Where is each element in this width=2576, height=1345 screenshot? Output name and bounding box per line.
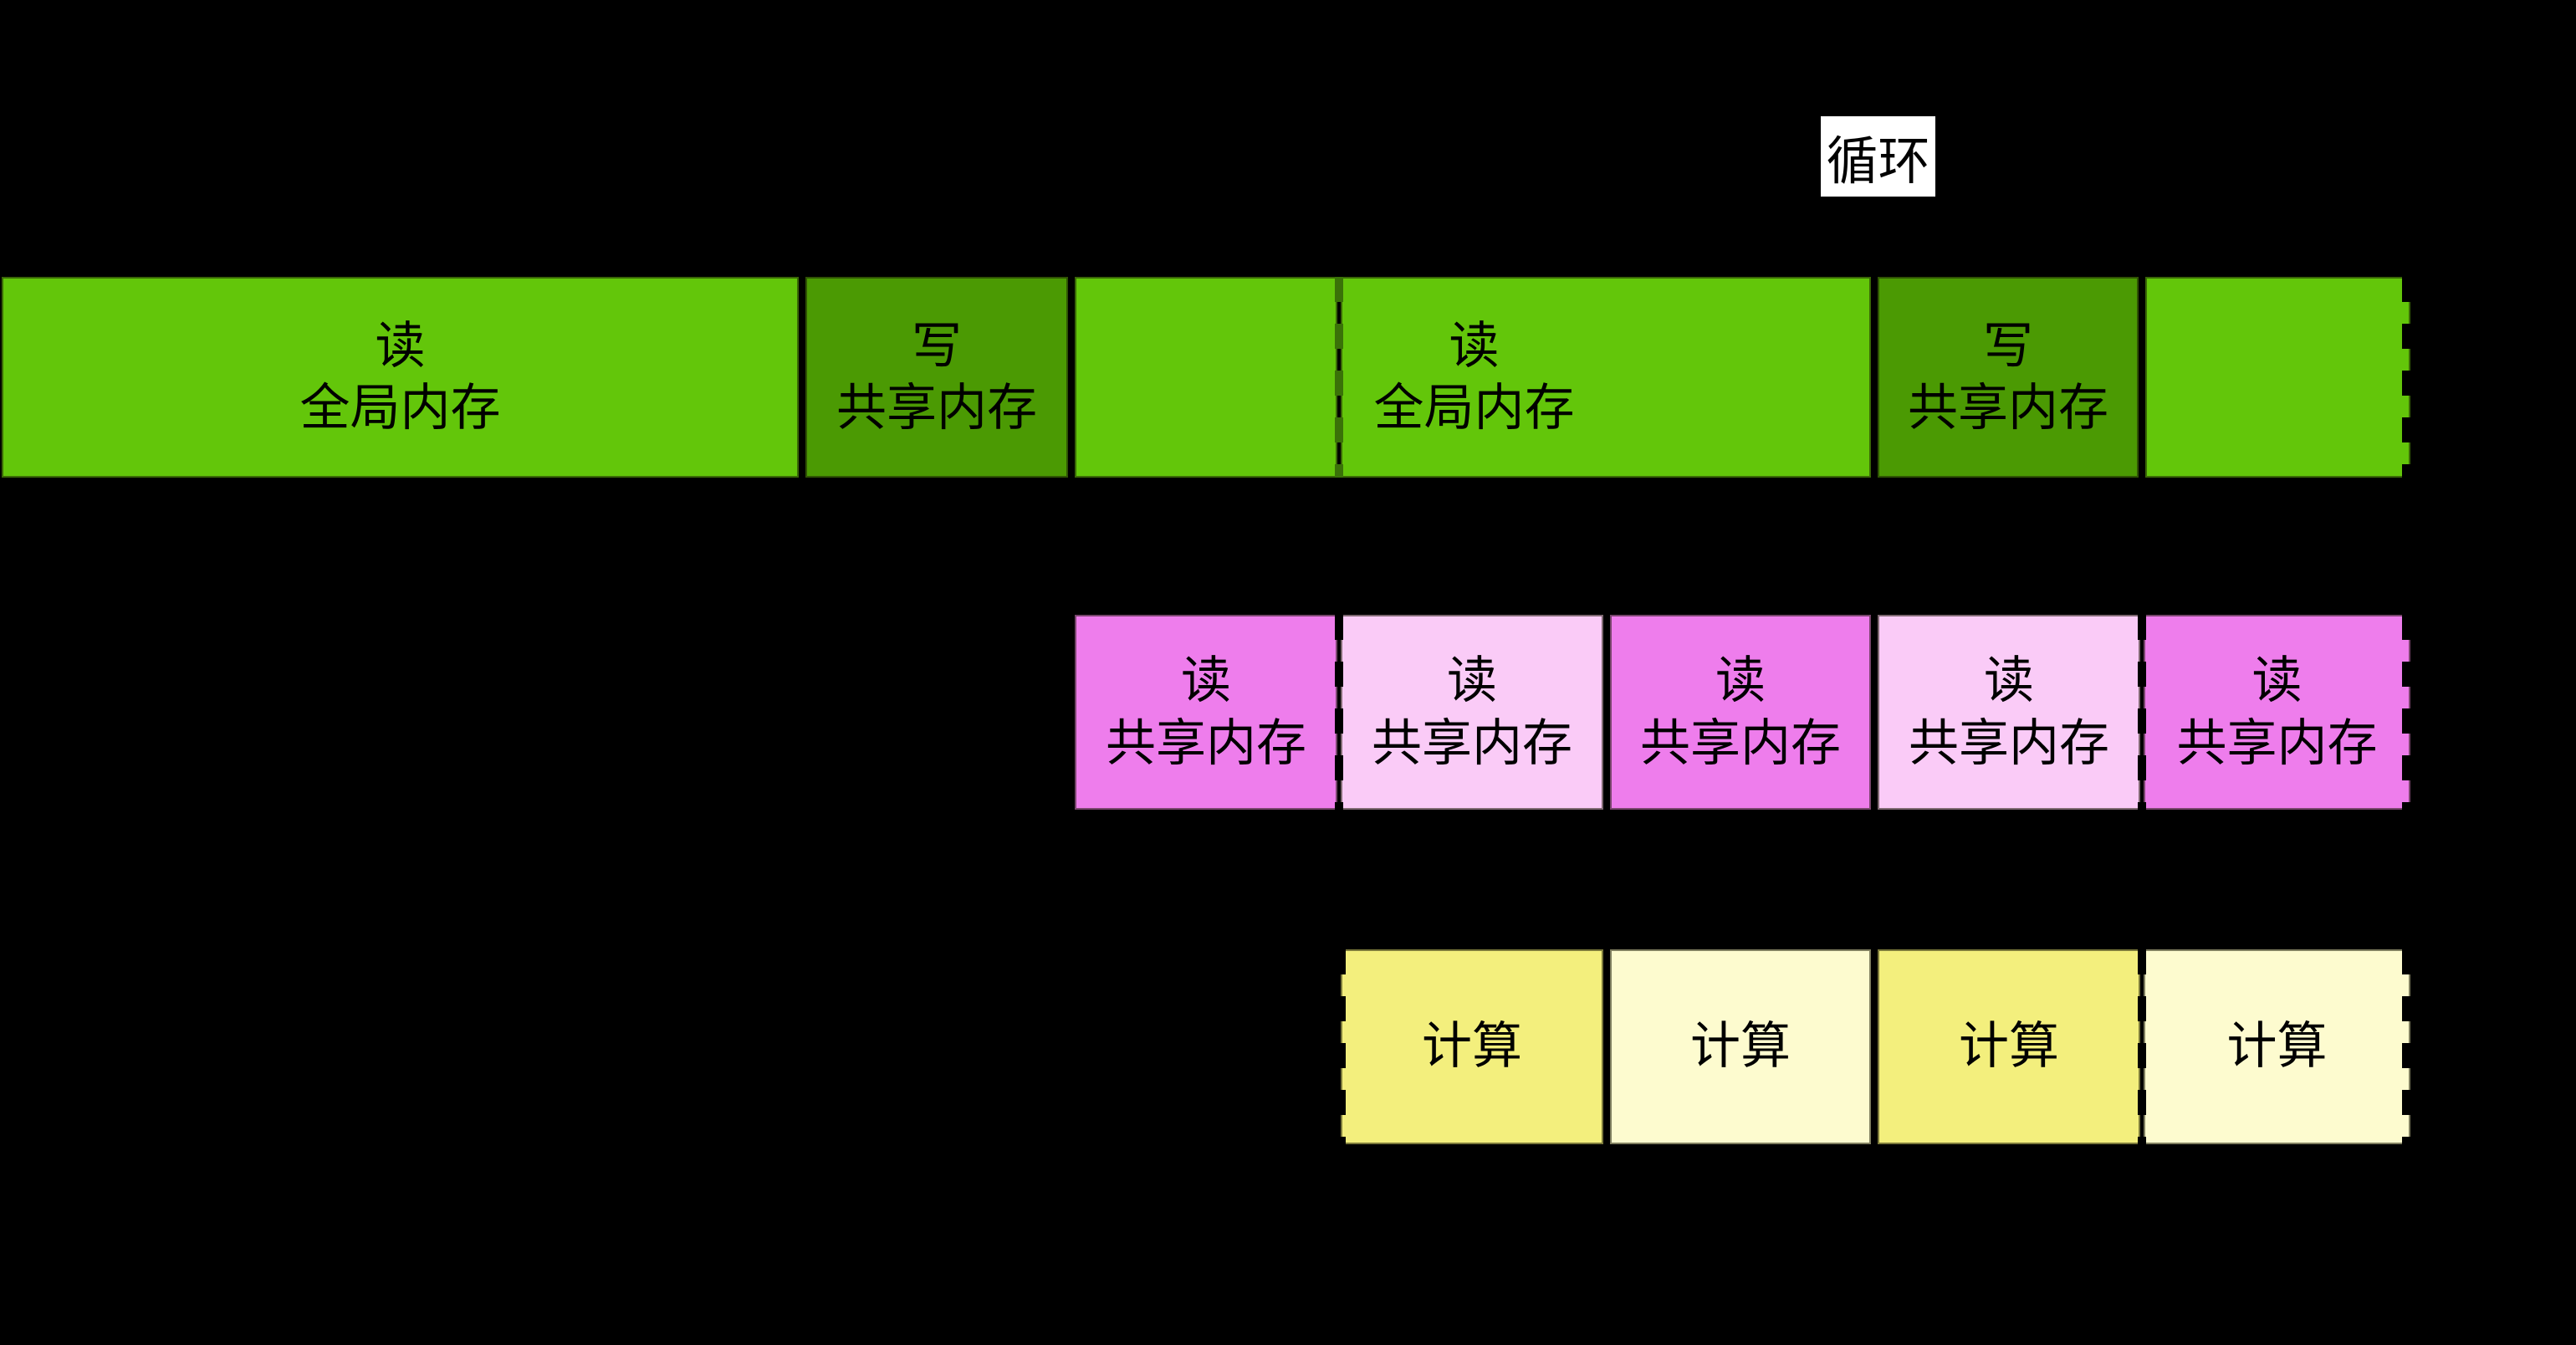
compute-label: 计算 <box>2226 1017 2328 1077</box>
target-label: 共享内存 <box>1106 713 1306 773</box>
target-label: 全局内存 <box>1373 379 1575 437</box>
target-label: 全局内存 <box>299 379 501 437</box>
continuation-edge <box>2402 615 2410 810</box>
compute-label: 计算 <box>1422 1017 1522 1077</box>
target-label: 共享内存 <box>1909 713 2109 773</box>
block-write-shared-2: 写 共享内存 <box>1878 277 2139 478</box>
iteration-divider <box>1335 615 1343 810</box>
target-label: 共享内存 <box>1908 379 2108 437</box>
target-label: 共享内存 <box>1372 713 1572 773</box>
block-compute-3: 计算 <box>1878 949 2140 1144</box>
op-label: 读 <box>2251 652 2303 711</box>
compute-label: 计算 <box>1690 1017 1791 1077</box>
compute-label: 计算 <box>1959 1017 2059 1077</box>
loop-label: 循环 <box>1821 116 1935 197</box>
block-write-shared-1: 写 共享内存 <box>805 277 1068 478</box>
target-label: 共享内存 <box>1640 713 1841 773</box>
op-label: 读 <box>1984 652 2034 711</box>
block-read-global-1: 读 全局内存 <box>2 277 799 478</box>
op-label: 读 <box>375 316 426 376</box>
iteration-divider <box>2138 949 2146 1144</box>
block-read-shared-1: 读 共享内存 <box>1075 615 1337 810</box>
block-read-shared-5: 读 共享内存 <box>2144 615 2410 810</box>
op-label: 写 <box>912 316 962 376</box>
target-label: 共享内存 <box>2176 713 2378 773</box>
block-compute-1: 计算 <box>1341 949 1603 1144</box>
continuation-edge <box>2402 277 2410 478</box>
block-read-global-2: 读 全局内存 <box>1341 277 1871 478</box>
iteration-divider <box>1335 277 1343 478</box>
op-label: 读 <box>1447 652 1497 711</box>
block-global-idle-1 <box>1075 277 1337 478</box>
op-label: 读 <box>1715 652 1766 711</box>
iteration-divider <box>1337 949 1346 1144</box>
iteration-divider <box>2138 615 2146 810</box>
block-read-shared-3: 读 共享内存 <box>1610 615 1871 810</box>
block-read-shared-2: 读 共享内存 <box>1341 615 1603 810</box>
block-compute-2: 计算 <box>1610 949 1871 1144</box>
target-label: 共享内存 <box>836 379 1037 437</box>
loop-label-text: 循环 <box>1826 130 1930 192</box>
op-label: 读 <box>1449 316 1500 376</box>
block-compute-4: 计算 <box>2144 949 2410 1144</box>
block-read-shared-4: 读 共享内存 <box>1878 615 2140 810</box>
op-label: 读 <box>1181 652 1231 711</box>
continuation-edge <box>2402 949 2410 1144</box>
op-label: 写 <box>1983 316 2033 376</box>
block-global-idle-2 <box>2145 277 2410 478</box>
